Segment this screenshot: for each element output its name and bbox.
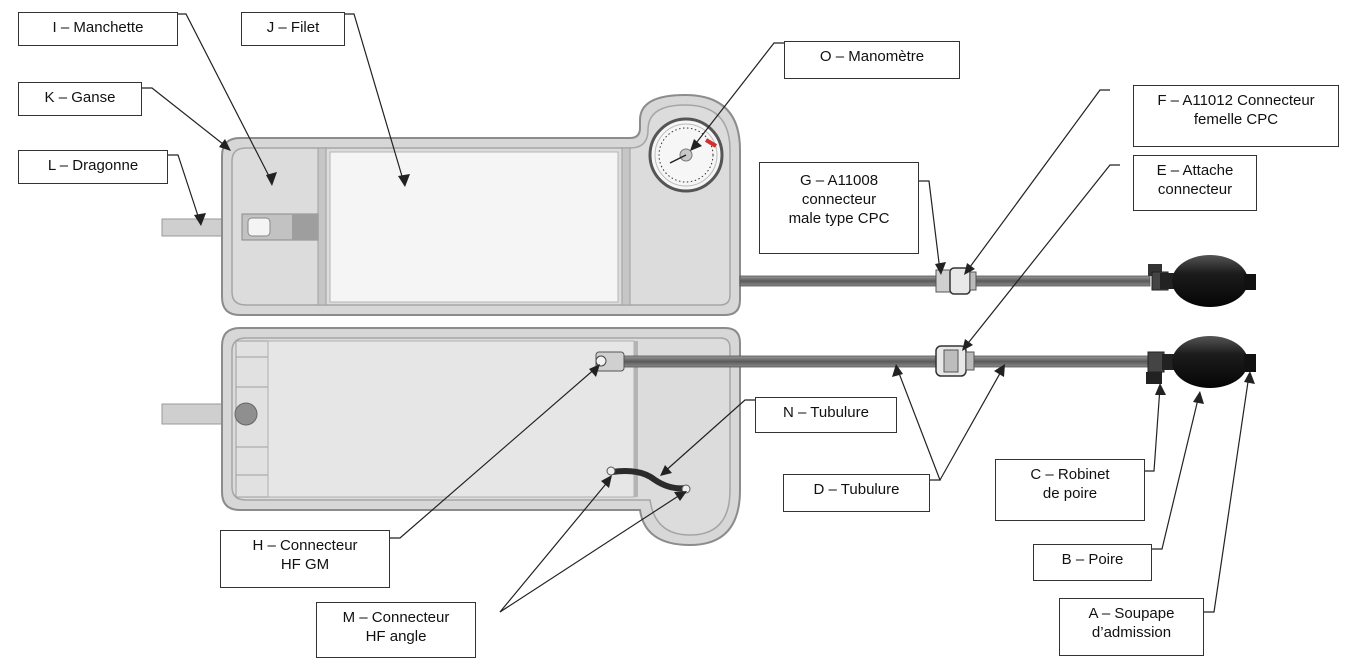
label-tubulure-n: N – Tubulure (755, 397, 897, 433)
lower-tube (599, 355, 1151, 368)
label-manometre: O – Manomètre (784, 41, 960, 79)
label-ganse: K – Ganse (18, 82, 142, 116)
bulb-icon (1160, 255, 1256, 307)
label-filet: J – Filet (241, 12, 345, 46)
lower-panel (161, 327, 1256, 547)
net-pocket (329, 151, 619, 303)
label-dragonne: L – Dragonne (18, 150, 168, 184)
bulb-icon (1162, 336, 1256, 388)
label-manchette: I – Manchette (18, 12, 178, 46)
internal-tube (611, 468, 687, 492)
leader-lines (142, 13, 1255, 613)
label-tubulure-d: D – Tubulure (783, 474, 930, 512)
connector-icon (935, 345, 975, 377)
valve-icon (1146, 351, 1165, 384)
connector-icon (935, 267, 977, 295)
label-poire: B – Poire (1033, 544, 1152, 581)
pressure-gauge-icon (648, 117, 724, 193)
upper-panel (161, 93, 1256, 316)
